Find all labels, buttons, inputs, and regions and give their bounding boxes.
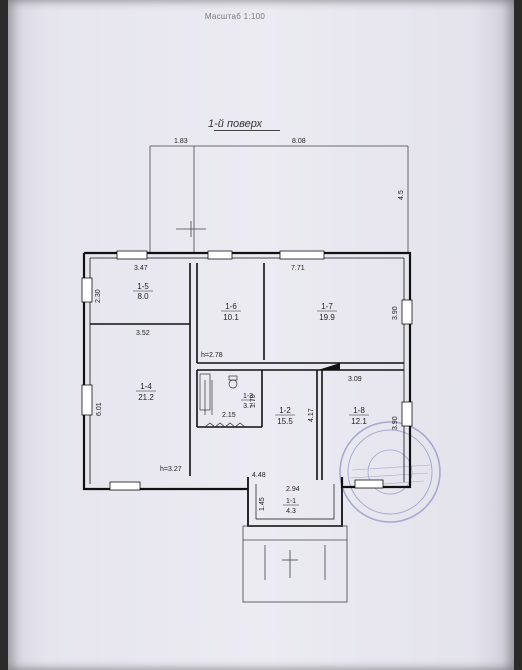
window-marks xyxy=(81,250,413,491)
scale-label: Масштаб 1:100 xyxy=(204,12,266,21)
room-1-4-area: 21.2 xyxy=(138,393,154,402)
dim-8-08: 8.08 xyxy=(292,138,306,145)
document-sheet xyxy=(8,0,514,670)
terrace-outline xyxy=(149,145,409,252)
dim-2-30: 2.30 xyxy=(95,289,102,303)
room-1-3-id: 1-3 xyxy=(243,393,253,400)
room-1-2-area: 15.5 xyxy=(277,417,293,426)
room-1-5-id: 1-5 xyxy=(137,282,149,291)
dim-2-15: 2.15 xyxy=(222,412,236,419)
room-1-4-id: 1-4 xyxy=(140,382,152,391)
dim-h-2-78: h=2.78 xyxy=(201,352,223,359)
dim-7-71: 7.71 xyxy=(291,265,305,272)
room-1-1-area: 4.3 xyxy=(286,508,296,515)
dim-1-70: 1.70 xyxy=(250,394,257,408)
floor-title: 1-й поверх xyxy=(208,118,262,130)
dim-3-47: 3.47 xyxy=(134,265,148,272)
dim-1-45: 1.45 xyxy=(259,497,266,511)
room-1-8-id: 1-8 xyxy=(353,406,365,415)
room-1-6-id: 1-6 xyxy=(225,302,237,311)
outer-walls xyxy=(82,251,412,491)
dim-3-90-top: 3.90 xyxy=(392,306,399,320)
dim-4-48: 4.48 xyxy=(252,472,266,479)
dim-3-90-bottom: 3.90 xyxy=(392,416,399,430)
room-1-7-id: 1-7 xyxy=(321,302,333,311)
room-1-7-area: 19.9 xyxy=(319,313,335,322)
dim-h-3-27: h=3.27 xyxy=(160,466,182,473)
room-1-1-id: 1-1 xyxy=(286,498,296,505)
interior-walls xyxy=(90,263,404,480)
room-1-6-area: 10.1 xyxy=(223,313,239,322)
room-1-5-area: 8.0 xyxy=(137,292,149,301)
dim-4-5: 4.5 xyxy=(398,190,405,200)
room-1-2-id: 1-2 xyxy=(279,406,291,415)
dim-4-17: 4.17 xyxy=(308,408,315,422)
dim-3-52: 3.52 xyxy=(136,330,150,337)
room-1-3-area: 3.7 xyxy=(243,403,253,410)
dim-1-83: 1.83 xyxy=(174,138,188,145)
door-marker xyxy=(318,363,340,370)
entrance-steps xyxy=(242,525,348,603)
bathroom-fixtures xyxy=(199,373,238,411)
staircase xyxy=(204,380,246,428)
title-underline xyxy=(214,130,280,131)
room-1-8-area: 12.1 xyxy=(351,417,367,426)
dim-2-94: 2.94 xyxy=(286,486,300,493)
dim-6-01: 6.01 xyxy=(96,402,103,416)
dim-3-09: 3.09 xyxy=(348,376,362,383)
official-stamp xyxy=(339,421,441,523)
